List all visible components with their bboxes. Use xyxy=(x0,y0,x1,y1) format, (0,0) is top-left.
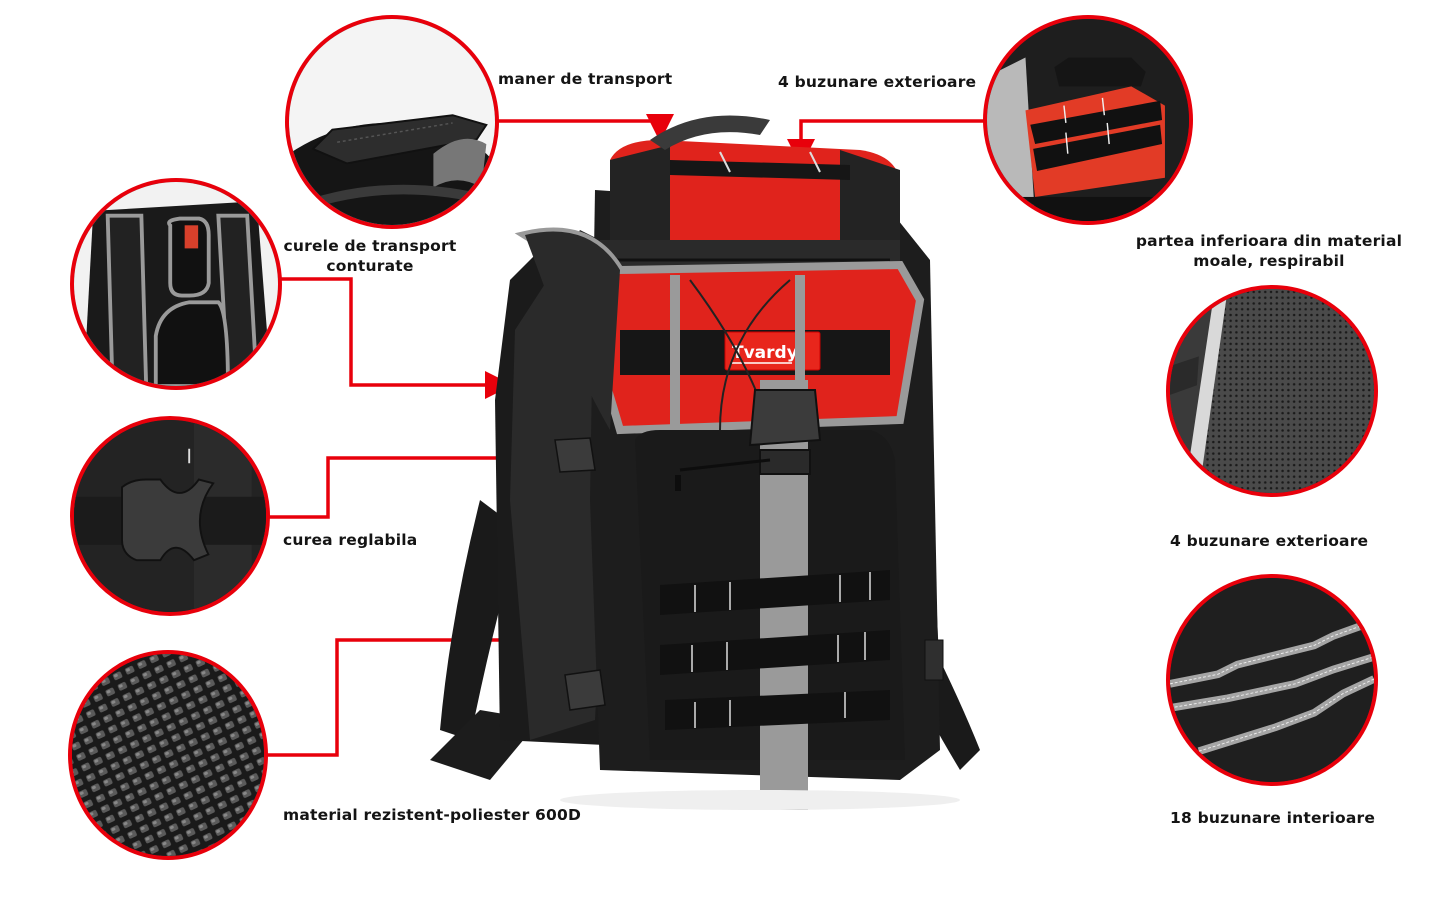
internal-pockets-closeup-circle xyxy=(1166,574,1378,786)
label-handle: maner de transport xyxy=(498,70,673,88)
label-internal-pockets: 18 buzunare interioare xyxy=(1170,809,1376,827)
mesh-closeup-circle xyxy=(1166,285,1378,497)
top-pocket-closeup-circle xyxy=(983,15,1193,225)
label-straps-line2: conturate xyxy=(326,257,414,275)
top-handle xyxy=(650,115,770,150)
material-closeup-circle xyxy=(68,650,268,860)
contoured-straps-icon xyxy=(74,182,278,386)
label-straps-line1: curele de transport xyxy=(283,237,457,255)
label-material: material rezistent-poliester 600D xyxy=(283,806,582,824)
label-buckle: curea reglabila xyxy=(283,531,418,549)
brand-logo-text: Tvardy xyxy=(732,343,798,363)
center-buckle xyxy=(748,389,822,447)
molle-webbing xyxy=(660,570,890,730)
label-bottom-material-line1: partea inferioara din material xyxy=(1135,232,1403,250)
internal-pockets-icon xyxy=(1170,578,1374,782)
handle-closeup-circle xyxy=(285,15,499,229)
label-side-pockets: 4 buzunare exterioare xyxy=(1170,532,1369,550)
label-bottom-material: partea inferioara din material moale, re… xyxy=(1128,231,1410,271)
side-buckle-upper xyxy=(554,437,596,473)
woven-fabric-icon xyxy=(72,654,264,856)
carry-handle-icon xyxy=(289,19,495,225)
label-top-pockets: 4 buzunare exterioare xyxy=(778,73,977,91)
backpack-product-image: Tvardy xyxy=(430,115,980,810)
top-pocket-icon xyxy=(987,19,1189,221)
mesh-fabric-icon xyxy=(1170,289,1374,493)
buckle-closeup-circle xyxy=(70,416,270,616)
side-buckle-lower xyxy=(564,669,606,711)
buckle-icon xyxy=(74,420,266,612)
brand-logo-patch: Tvardy xyxy=(724,331,821,371)
label-straps: curele de transport conturate xyxy=(282,236,458,276)
label-bottom-material-line2: moale, respirabil xyxy=(1193,252,1345,270)
straps-closeup-circle xyxy=(70,178,282,390)
